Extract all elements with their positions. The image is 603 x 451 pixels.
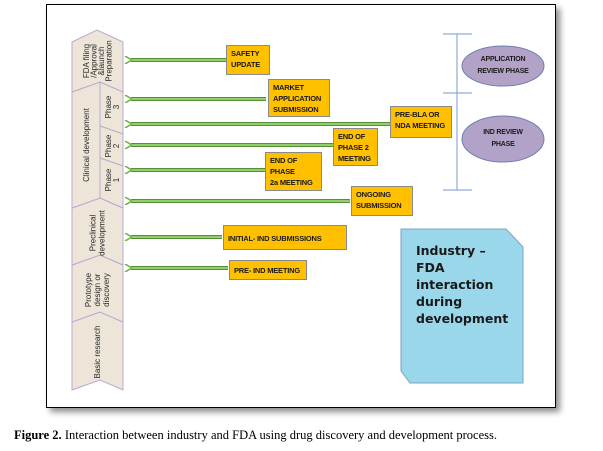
label-ind-review-phase: IND REVIEW PHASE: [483, 129, 523, 148]
stage-label-line: Basic research: [93, 326, 102, 379]
stage-label-phase-2: Phase2: [104, 134, 121, 157]
stage-phase-1: [99, 157, 124, 209]
caption-label: Figure 2.: [14, 428, 62, 442]
stage-fda-filing: [71, 29, 124, 93]
stage-label-basic-research: Basic research: [93, 326, 102, 379]
box-safety-update: SAFETY UPDATE: [226, 45, 270, 75]
stage-label-line: design or: [93, 273, 102, 306]
stage-label-line: 3: [112, 104, 121, 109]
callout-text: Industry – FDA interaction during develo…: [416, 243, 509, 326]
box-pre-ind-meeting: PRE- IND MEETING: [229, 260, 307, 280]
box-ongoing-submission: ONGOING SUBMISSION: [351, 186, 413, 216]
box-market-application-submission: MARKET APPLICATION SUBMISSION: [268, 79, 330, 117]
stage-label-line: Preparation: [104, 40, 113, 81]
stage-label-prototype-design: Prototypedesign ordiscovery: [84, 272, 111, 307]
stage-label-line: 2: [112, 143, 121, 148]
stage-label-line: Phase: [104, 95, 113, 118]
stage-label-preclinical-development: Preclinicaldevelopment: [89, 209, 107, 256]
stage-label-line: Phase: [104, 134, 113, 157]
review-bracket: [443, 33, 472, 191]
box-initial-ind-submissions: INITIAL- IND SUBMISSIONS: [223, 225, 347, 250]
box-end-of-phase-2-meeting: END OF PHASE 2 MEETING: [333, 128, 378, 166]
label-application-review-phase: APPLICATION REVIEW PHASE: [477, 56, 529, 75]
interaction-arrows: [131, 60, 390, 268]
stage-label-line: 1: [112, 177, 121, 182]
stage-label-line: Clinical development: [82, 107, 91, 182]
process-column: FDA filing/Approval&launchPreparationCli…: [71, 29, 124, 391]
box-end-of-phase-2a-meeting: END OF PHASE 2a MEETING: [265, 152, 322, 191]
stage-label-clinical-development: Clinical development: [82, 107, 91, 182]
stage-label-phase-1: Phase1: [104, 168, 121, 191]
stage-label-line: FDA filing: [82, 44, 91, 78]
stage-label-line: Phase: [104, 168, 113, 191]
box-pre-bla-nda-meeting: PRE-BLA OR NDA MEETING: [390, 106, 452, 138]
stage-label-line: Prototype: [84, 272, 93, 307]
stage-label-line: Preclinical: [89, 215, 98, 252]
stage-label-line: /Approval: [89, 44, 98, 78]
stage-label-line: &launch: [97, 47, 106, 76]
stage-label-line: discovery: [102, 273, 111, 307]
oval-ind-review-phase: [461, 115, 545, 163]
stage-label-phase-3: Phase3: [104, 95, 121, 118]
stage-label-fda-filing: FDA filing/Approval&launchPreparation: [82, 40, 114, 81]
oval-application-review-phase: [461, 45, 545, 87]
stage-label-line: development: [98, 209, 107, 256]
callout-shape: [400, 228, 524, 384]
caption-text: Interaction between industry and FDA usi…: [61, 428, 498, 442]
figure-caption: Figure 2. Interaction between industry a…: [14, 428, 603, 443]
